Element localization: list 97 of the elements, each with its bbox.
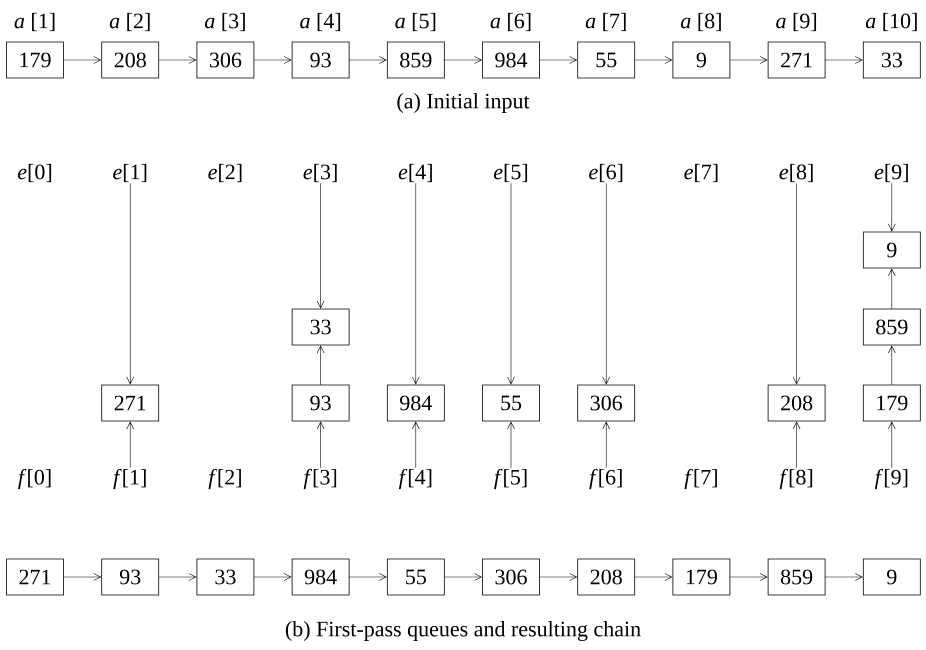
index-label: a [3]	[205, 12, 245, 32]
pointer-label: e[2]	[208, 164, 242, 182]
arrow	[825, 56, 863, 64]
arrow	[540, 573, 578, 581]
index-label: a [7]	[586, 12, 626, 32]
arrow	[349, 573, 387, 581]
index-label: a [1]	[14, 12, 54, 32]
arrow	[254, 56, 292, 64]
pointer-label: e[9]	[874, 164, 908, 182]
value-box: 859	[768, 558, 826, 596]
value-box: 271	[6, 558, 64, 596]
arrow	[158, 56, 197, 64]
value-box: 179	[6, 42, 64, 78]
arrow	[825, 573, 863, 581]
index-label: a [10]	[866, 12, 917, 32]
value-box: 984	[292, 558, 350, 596]
arrow	[540, 56, 578, 64]
arrow	[888, 268, 896, 309]
arrow	[792, 183, 800, 385]
value-box: 93	[292, 384, 350, 422]
pointer-label: f[6]	[589, 468, 622, 490]
pointer-label: f[7]	[684, 468, 717, 490]
pointer-label: e[0]	[18, 164, 52, 182]
value-box: 271	[101, 384, 160, 422]
pointer-label: e[3]	[304, 164, 337, 182]
value-box: 33	[196, 558, 254, 596]
index-label: a [5]	[395, 12, 436, 32]
arrow	[254, 573, 292, 581]
value-box: 179	[862, 384, 921, 422]
arrow	[412, 183, 420, 385]
value-box: 9	[862, 232, 921, 268]
arrow	[792, 421, 800, 468]
pointer-label: f[4]	[398, 468, 432, 490]
pointer-label: f[3]	[304, 468, 336, 490]
value-box: 93	[292, 42, 350, 78]
arrow	[158, 573, 197, 581]
index-label: a [2]	[110, 12, 150, 32]
arrow	[507, 183, 515, 385]
value-box: 93	[101, 558, 160, 596]
arrow	[888, 183, 896, 232]
value-box: 208	[768, 384, 826, 422]
arrow	[634, 56, 672, 64]
pointer-label: f[5]	[494, 468, 527, 490]
pointer-label: e[7]	[684, 164, 718, 182]
arrow	[888, 345, 896, 385]
arrow	[888, 421, 896, 468]
value-box: 55	[482, 384, 540, 422]
pointer-label: e[4]	[398, 164, 432, 182]
value-box: 208	[577, 558, 636, 596]
value-box: 208	[101, 42, 160, 78]
pointer-label: e[5]	[494, 164, 528, 182]
index-label: a [9]	[776, 12, 816, 32]
arrow	[316, 421, 324, 468]
value-box: 984	[386, 384, 445, 422]
value-box: 9	[672, 42, 730, 78]
arrow	[602, 183, 610, 385]
arrow	[64, 56, 102, 64]
value-box: 306	[577, 384, 636, 422]
value-box: 55	[386, 558, 445, 596]
arrow	[444, 56, 482, 64]
pointer-label: e[8]	[780, 164, 813, 182]
arrow	[126, 421, 134, 468]
caption: (a) Initial input	[397, 93, 530, 113]
pointer-label: f[2]	[208, 468, 241, 490]
pointer-label: f[0]	[18, 468, 51, 490]
arrow	[316, 345, 324, 385]
index-label: a [4]	[300, 12, 340, 32]
arrow	[349, 56, 387, 64]
index-label: a [6]	[490, 12, 530, 32]
value-box: 33	[862, 42, 921, 78]
value-box: 306	[482, 558, 540, 596]
arrow	[634, 573, 672, 581]
arrow	[730, 56, 768, 64]
caption: (b) First-pass queues and resulting chain	[286, 621, 641, 641]
arrow	[444, 573, 482, 581]
arrow	[64, 573, 102, 581]
pointer-label: e[6]	[589, 164, 622, 182]
value-box: 9	[862, 558, 921, 596]
pointer-label: e[1]	[113, 164, 146, 182]
arrow	[412, 421, 420, 468]
arrow	[602, 421, 610, 468]
value-box: 179	[672, 558, 730, 596]
arrow	[507, 421, 515, 468]
pointer-label: f[8]	[780, 468, 812, 490]
index-label: a [8]	[680, 12, 721, 32]
value-box: 55	[577, 42, 636, 78]
arrow	[316, 183, 324, 309]
pointer-label: f[9]	[874, 468, 908, 490]
pointer-label: f[1]	[113, 468, 146, 490]
value-box: 33	[292, 308, 350, 346]
value-box: 271	[768, 42, 826, 78]
value-box: 859	[386, 42, 445, 78]
arrow	[126, 183, 134, 385]
value-box: 984	[482, 42, 540, 78]
arrow	[730, 573, 768, 581]
value-box: 859	[862, 308, 921, 346]
value-box: 306	[196, 42, 254, 78]
